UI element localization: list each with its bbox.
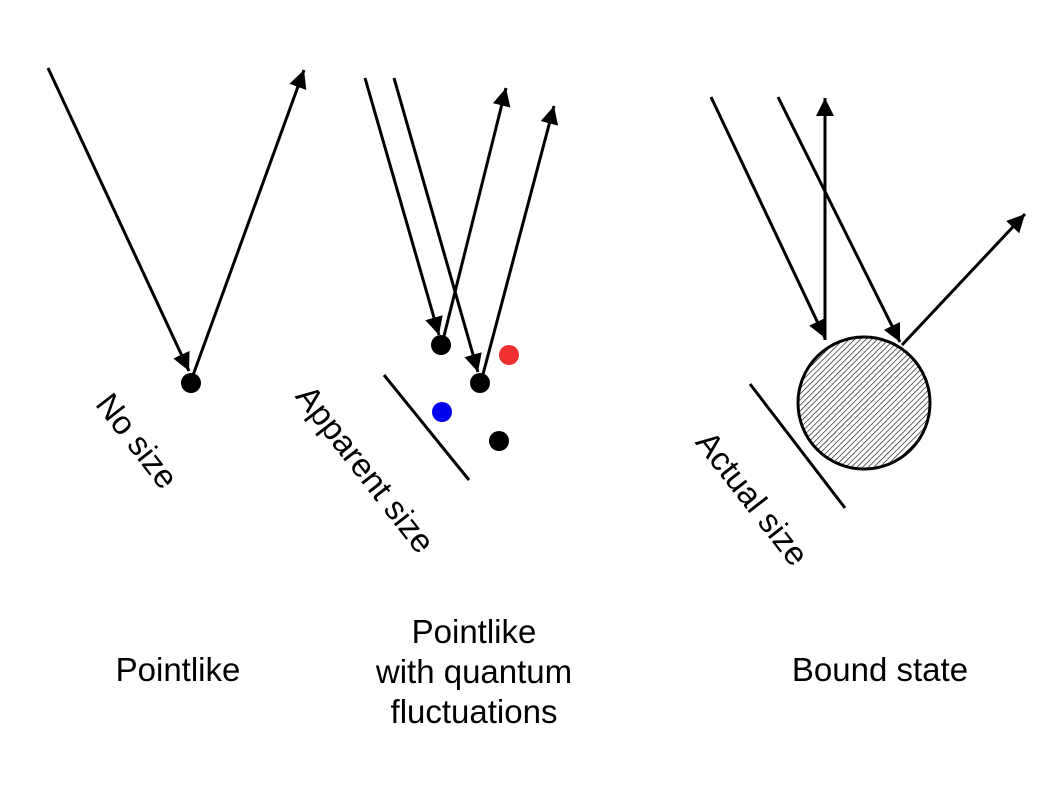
incoming-ray-arrow (46, 67, 191, 372)
incoming-ray-arrow (709, 96, 827, 339)
panel-pointlike-quantum (363, 77, 559, 481)
panel-pointlike (46, 67, 307, 393)
particle-dot (431, 335, 451, 355)
incoming-ray-arrow (776, 96, 902, 343)
incoming-ray-arrow (363, 77, 443, 336)
outgoing-ray-arrow (441, 87, 511, 341)
caption-line: Pointlike (411, 613, 537, 650)
particle-dot (432, 402, 452, 422)
caption-line: with quantum (375, 653, 573, 690)
caption-pointlike: Pointlike (78, 650, 278, 690)
particle-dot (499, 345, 519, 365)
outgoing-ray-arrow (480, 105, 559, 379)
bound-state-circle (796, 335, 932, 471)
caption-pointlike-quantum: Pointlike with quantum fluctuations (334, 612, 614, 732)
caption-line: Pointlike (115, 651, 241, 688)
outgoing-ray-arrow (900, 212, 1027, 347)
caption-line: Bound state (791, 651, 969, 688)
point-particles-p1 (181, 373, 201, 393)
caption-bound-state: Bound state (760, 650, 1000, 690)
incoming-ray-arrow (392, 77, 482, 373)
particle-dot (181, 373, 201, 393)
particle-dot (489, 431, 509, 451)
size-indicator-line (382, 374, 471, 481)
size-indicator-line (748, 383, 847, 509)
particle-dot (470, 373, 490, 393)
point-particles-p2 (431, 335, 519, 451)
caption-line: fluctuations (390, 693, 558, 730)
outgoing-ray-arrow (190, 69, 307, 379)
panel-bound-state (709, 96, 1027, 509)
